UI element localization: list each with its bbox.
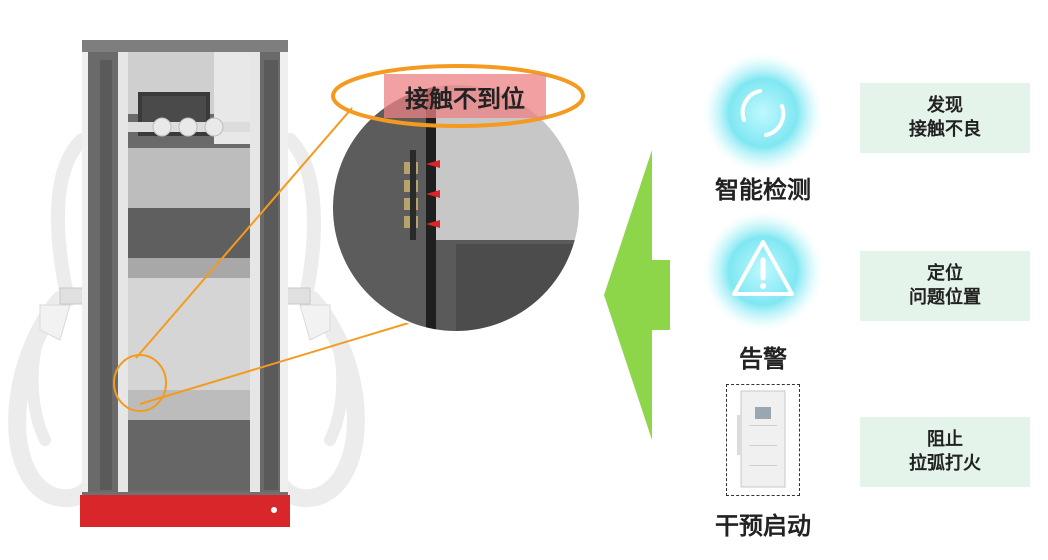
step-1-icon (701, 51, 825, 175)
result-2-line-2: 问题位置 (909, 287, 981, 308)
result-box-3: 阻止 拉弧打火 (860, 417, 1030, 487)
cabinet-base (80, 495, 290, 527)
warning-triangle-icon (732, 240, 794, 296)
highlight-circle (113, 354, 167, 412)
left-connector-icon (59, 287, 85, 305)
step-2-icon (701, 209, 825, 333)
cabinet-thumbnail-icon (737, 390, 786, 488)
right-connector-icon (285, 287, 311, 305)
base-indicator-icon (271, 507, 277, 513)
step-3-icon (726, 384, 800, 496)
step-1-label: 智能检测 (715, 176, 811, 204)
cabinet-body (82, 40, 288, 495)
step-2-label: 告警 (739, 345, 787, 373)
result-1-line-1: 发现 (927, 95, 963, 116)
charger-illustration (8, 40, 585, 527)
result-2-line-1: 定位 (927, 263, 963, 284)
direction-arrow-icon (604, 150, 670, 440)
result-box-2: 定位 问题位置 (860, 251, 1030, 321)
result-3-line-2: 拉弧打火 (909, 453, 981, 474)
callout-label: 接触不到位 (384, 74, 546, 118)
refresh-circle-icon (740, 89, 786, 137)
result-3-line-1: 阻止 (927, 429, 963, 450)
result-box-1: 发现 接触不良 (860, 83, 1030, 153)
callout-ring (331, 64, 585, 128)
step-3-label: 干预启动 (715, 512, 811, 540)
result-1-line-2: 接触不良 (909, 119, 981, 140)
